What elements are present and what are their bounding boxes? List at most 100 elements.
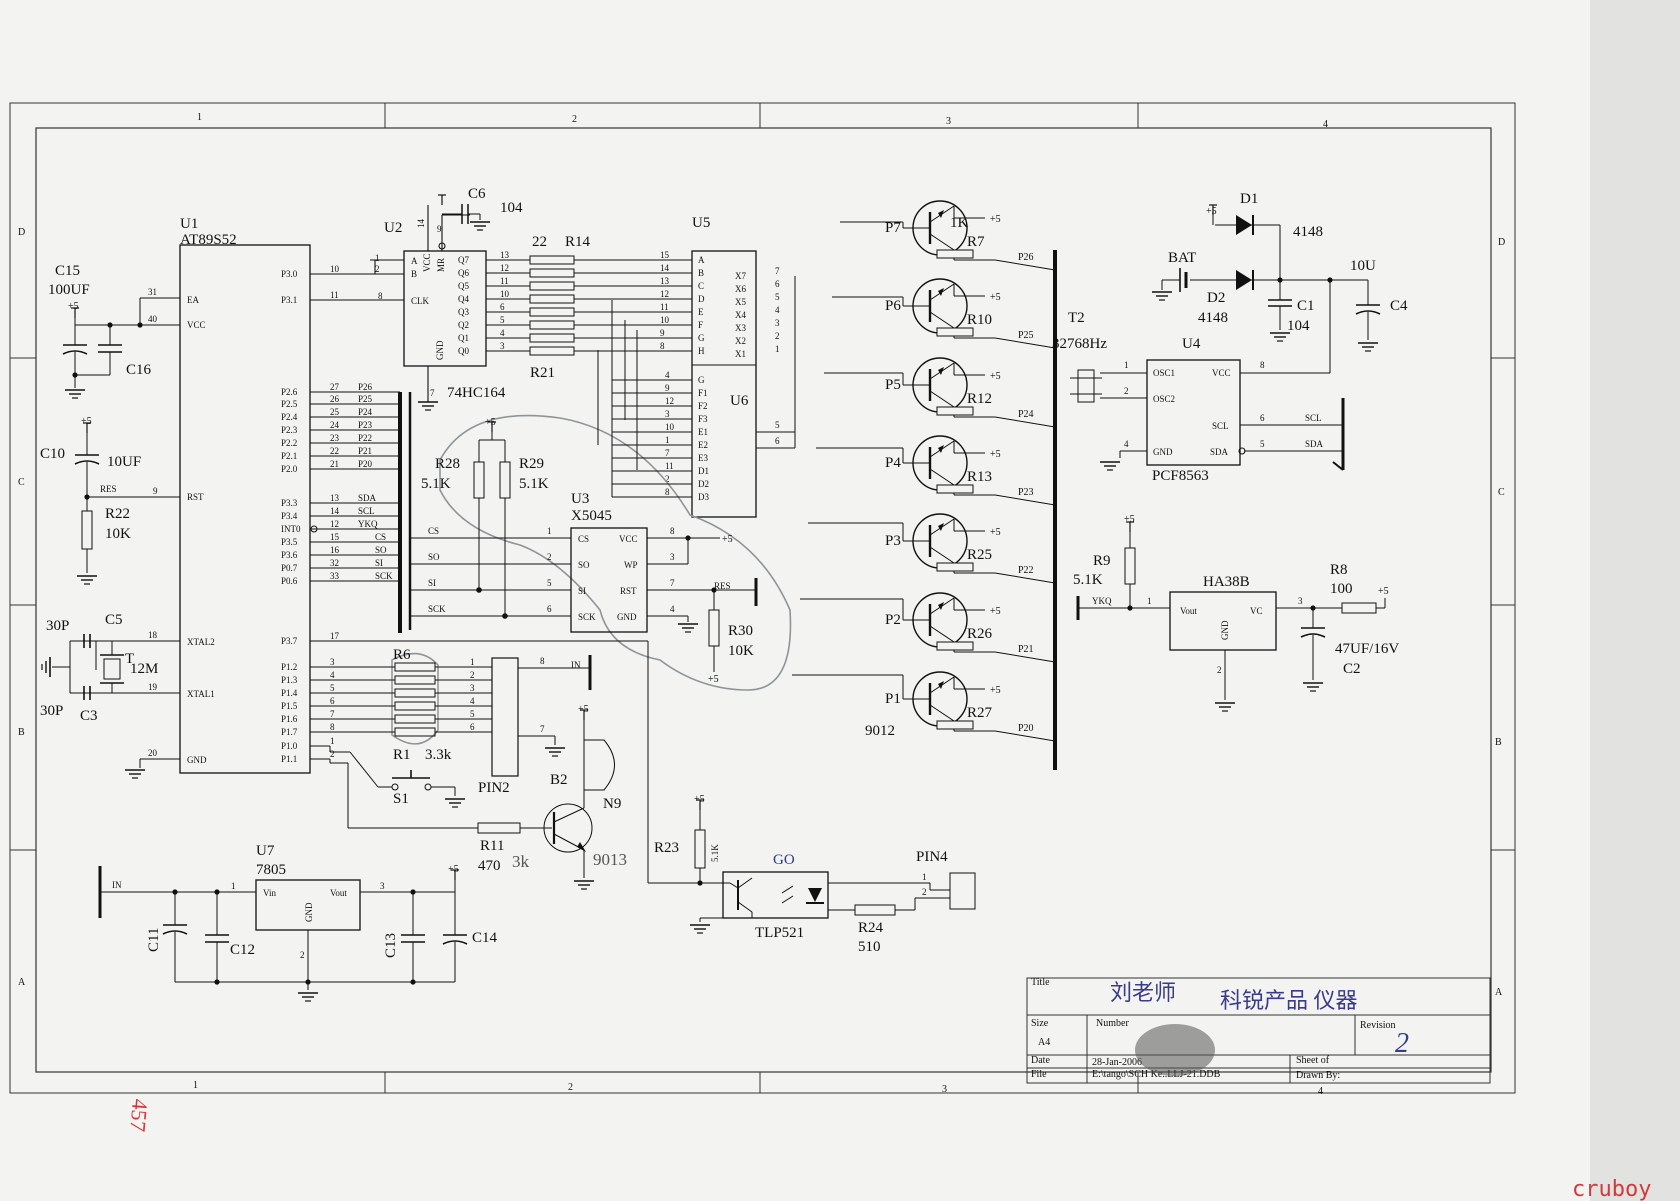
r11-ref: R11 [480, 838, 504, 854]
tb-revision-value: 2 [1395, 1028, 1409, 1059]
u2-q-2: Q5 [458, 281, 469, 291]
rtc-pcf8563: U4 PCF8563 OSC1 OSC2 GND VCC SCL SDA 1 2… [1052, 280, 1345, 484]
u3-pin-cs: CS [578, 534, 589, 544]
u1-pin-right-20: P1.5 [281, 701, 298, 711]
r29-ref: R29 [519, 456, 544, 472]
u2-q-5: Q2 [458, 320, 469, 330]
u1-num-right-0: 10 [330, 264, 340, 274]
transistor-vcc-4: +5 [990, 527, 1001, 538]
pin2-num-5: 6 [470, 722, 475, 732]
optocoupler: +5 R23 5.1K GO TLP521 R24 510 PIN4 1 2 [647, 642, 976, 955]
u5-pin-6: G [698, 333, 705, 343]
pin2-num-3: 4 [470, 696, 475, 706]
watermark: cruboy [1572, 1177, 1651, 1201]
u2-num-7: 7 [430, 388, 435, 398]
u1-num-right-23: 1 [330, 736, 335, 746]
u1-num-right-15: 33 [330, 571, 340, 581]
u5-num-3: 12 [660, 289, 669, 299]
rtc-net-sda: SDA [1305, 439, 1324, 449]
bus-wire-6 [994, 730, 1056, 742]
u3-num-7: 7 [670, 578, 675, 588]
u1-num-right-22: 8 [330, 722, 335, 732]
u1-num-right-8: 21 [330, 459, 339, 469]
u1-pin-right-8: P2.0 [281, 464, 298, 474]
r9-vcc-label: +5 [1124, 514, 1135, 525]
d1-val: 4148 [1293, 224, 1323, 240]
u1-pin-ea: EA [187, 295, 199, 305]
u3-pin-si: SI [578, 586, 586, 596]
rtc-num-2: 2 [1124, 386, 1129, 396]
u5-xnum-4: 3 [775, 318, 780, 328]
ir-receiver: HA38B Vout VC GND 1 3 2 YKQ +5 +5 R9 5.1… [1073, 514, 1399, 712]
transistor-arrow-2 [938, 367, 944, 375]
u5-num-2: 13 [660, 276, 670, 286]
u3-pin-wp: WP [624, 560, 638, 570]
transistor-collector-6 [929, 704, 955, 722]
bus-wire-2 [994, 416, 1056, 428]
u7-num-3: 3 [380, 881, 385, 891]
base-res-3 [936, 484, 974, 494]
pencil-loop [439, 414, 792, 691]
u2-ref: U2 [384, 220, 402, 236]
bus-wire-5 [994, 651, 1056, 663]
u1-num-right-21: 7 [330, 709, 335, 719]
tb-title-label: Title [1031, 977, 1050, 988]
r9-val: 5.1K [1073, 572, 1103, 588]
tb-date-value: 28-Jan-2006 [1092, 1057, 1142, 1068]
u1-net-1: P25 [358, 394, 373, 404]
net-so: SO [428, 552, 440, 562]
col-3-bottom: 3 [942, 1084, 947, 1095]
r1-val: 3.3k [425, 747, 452, 763]
c11-ref: C11 [146, 928, 162, 952]
u6-out-6: 6 [775, 436, 780, 446]
rtc-num-4: 4 [1124, 439, 1129, 449]
u1-num-18: 18 [148, 630, 158, 640]
u2-q-1: Q6 [458, 268, 469, 278]
ink-smudge [1135, 1024, 1215, 1076]
pin2-num-8: 8 [540, 656, 545, 666]
u1-pin-right-18: P1.3 [281, 675, 298, 685]
u7-num-1: 1 [231, 881, 236, 891]
d1-ref: D1 [1240, 191, 1258, 207]
u1-pin-right-24: P1.1 [281, 754, 297, 764]
u3-num-3: 3 [670, 552, 675, 562]
u1-part: AT89S52 [180, 232, 237, 248]
c10-val: 10UF [107, 454, 141, 470]
rbase-ref-2: R12 [967, 391, 992, 407]
u3-pin-rst: RST [620, 586, 637, 596]
u5-x-1: X6 [735, 284, 746, 294]
u6-pin-8: D2 [698, 479, 709, 489]
transistor-arrow-1 [938, 288, 944, 296]
d2-ref: D2 [1207, 290, 1225, 306]
col-4-top: 4 [1323, 119, 1328, 130]
rtc-osc2: OSC2 [1153, 394, 1175, 404]
u7-pin-gnd: GND [304, 902, 314, 922]
r30-ref: R30 [728, 623, 753, 639]
u6-num-3: 3 [665, 409, 670, 419]
ir-pin-vout: Vout [1180, 606, 1197, 616]
d2-val: 4148 [1198, 310, 1228, 326]
u5-pin-1: B [698, 268, 704, 278]
u1-net-8: SCL [358, 506, 375, 516]
u7-pin-vin: Vin [263, 888, 276, 898]
r8-ref: R8 [1330, 562, 1348, 578]
u5-xnum-5: 2 [775, 331, 780, 341]
u1-num-right-17: 3 [330, 657, 335, 667]
bat-ref: BAT [1168, 250, 1196, 266]
red-stamp: 457 [125, 1098, 153, 1133]
u2-part: 74HC164 [447, 385, 506, 401]
digit-driver-transistors: P7R7P26+5P6R10P25+5P5R12P24+5P4R13P23+5P… [792, 200, 1056, 742]
pencil-transistor-note: 9013 [593, 850, 627, 869]
r11-val: 470 [478, 858, 501, 874]
r8-vcc-label: +5 [1378, 586, 1389, 597]
rtc-num-6: 6 [1260, 413, 1265, 423]
rtc-gnd: GND [1153, 447, 1173, 457]
u6-num-2: 12 [665, 396, 674, 406]
transistor-ref-6: P1 [885, 691, 901, 707]
u3-num-8: 8 [670, 526, 675, 536]
paper-edge [1590, 0, 1680, 1201]
u1-pin-right-5: P2.3 [281, 425, 298, 435]
c15-ref: C15 [55, 263, 80, 279]
